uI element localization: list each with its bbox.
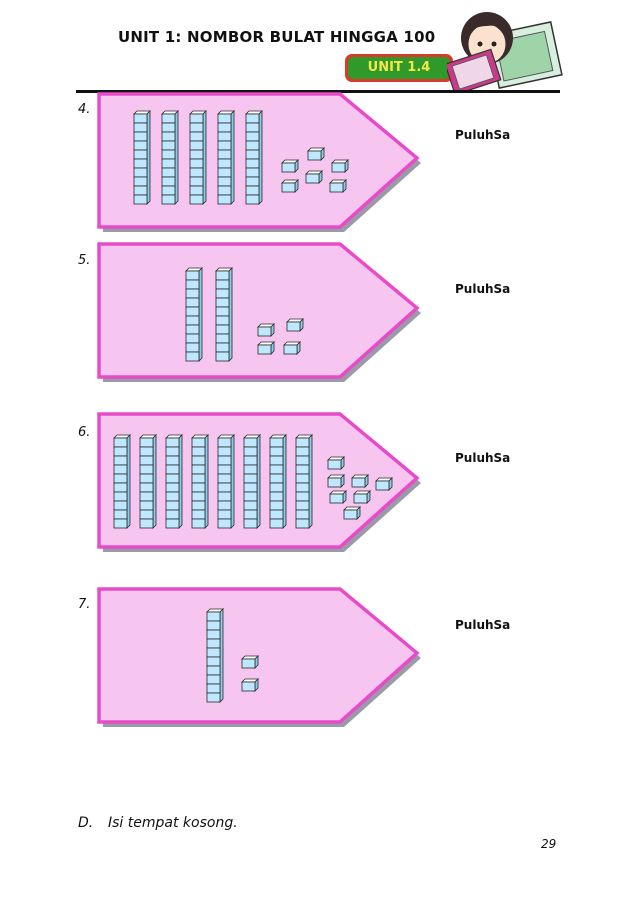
base-ten-blocks xyxy=(206,608,259,703)
instruction-letter: D. xyxy=(78,815,94,831)
unit-cube xyxy=(283,341,301,355)
unit-cube xyxy=(241,655,259,669)
ten-rod xyxy=(191,434,209,529)
unit-badge-label: UNIT 1.4 xyxy=(348,57,450,79)
ten-rod xyxy=(161,110,179,205)
ten-rod xyxy=(243,434,261,529)
unit-cube xyxy=(353,490,371,504)
header-rule xyxy=(76,90,560,93)
place-value-label: PuluhSa xyxy=(455,128,511,142)
ten-rod xyxy=(139,434,157,529)
place-value-label: PuluhSa xyxy=(455,618,511,632)
question-card xyxy=(96,410,422,558)
unit-cube xyxy=(307,147,325,161)
ten-rod xyxy=(133,110,151,205)
ten-rod xyxy=(215,267,233,362)
base-ten-blocks xyxy=(185,267,304,362)
ten-rod xyxy=(269,434,287,529)
base-ten-blocks xyxy=(133,110,349,205)
ten-rod xyxy=(165,434,183,529)
ten-rod xyxy=(217,110,235,205)
question-number: 7. xyxy=(78,597,91,612)
question-card xyxy=(96,585,422,733)
ten-rod xyxy=(245,110,263,205)
base-ten-blocks xyxy=(113,434,393,529)
unit-cube xyxy=(281,159,299,173)
question-number: 6. xyxy=(78,425,91,440)
unit-cube xyxy=(327,456,345,470)
unit-cube xyxy=(327,474,345,488)
unit-cube xyxy=(286,318,304,332)
unit-cube xyxy=(343,506,361,520)
ten-rod xyxy=(189,110,207,205)
unit-cube xyxy=(305,170,323,184)
unit-title: UNIT 1: NOMBOR BULAT HINGGA 100 xyxy=(118,28,436,46)
place-value-label: PuluhSa xyxy=(455,451,511,465)
page-number: 29 xyxy=(541,837,557,851)
ten-rod xyxy=(113,434,131,529)
ten-rod xyxy=(206,608,224,703)
unit-cube xyxy=(329,490,347,504)
unit-cube xyxy=(331,159,349,173)
girl-reading-illustration xyxy=(447,12,563,90)
instruction-text: Isi tempat kosong. xyxy=(108,815,238,831)
unit-cube xyxy=(281,179,299,193)
question-card xyxy=(96,240,422,388)
unit-cube xyxy=(241,678,259,692)
unit-cube xyxy=(257,323,275,337)
ten-rod xyxy=(295,434,313,529)
ten-rod xyxy=(217,434,235,529)
unit-badge: UNIT 1.4 xyxy=(345,54,453,82)
unit-cube xyxy=(329,179,347,193)
arrow-card-shape xyxy=(97,242,421,382)
unit-cube xyxy=(375,477,393,491)
place-value-label: PuluhSa xyxy=(455,282,511,296)
unit-cube xyxy=(351,474,369,488)
question-number: 4. xyxy=(78,102,91,117)
question-number: 5. xyxy=(78,253,91,268)
question-card xyxy=(96,90,422,238)
unit-cube xyxy=(257,341,275,355)
ten-rod xyxy=(185,267,203,362)
